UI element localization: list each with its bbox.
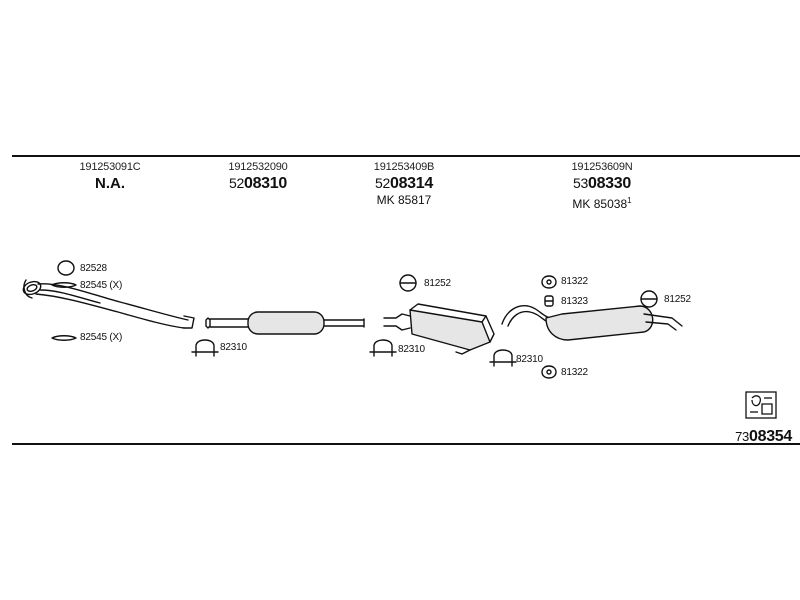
catalog-number: 08354 bbox=[749, 428, 792, 445]
callout-82310-rear: 82310 bbox=[516, 354, 543, 365]
rear-silencer bbox=[501, 305, 683, 341]
callout-82310-middle: 82310 bbox=[220, 342, 247, 353]
rubber-hanger-icon bbox=[541, 275, 557, 289]
bracket-icon bbox=[544, 295, 554, 307]
rubber-hanger-icon bbox=[399, 274, 417, 292]
main-code-prefix: 52 bbox=[375, 175, 390, 191]
main-code: N.A. bbox=[95, 175, 125, 192]
clamp-icon bbox=[51, 282, 77, 288]
column-center-silencer: 191253409B 5208314 MK 85817 bbox=[324, 161, 484, 208]
column-rear-silencer: 191253609N 5308330 MK 850381 bbox=[522, 161, 682, 212]
part-number: 191253091C bbox=[79, 161, 141, 173]
callout-82310-center: 82310 bbox=[398, 344, 425, 355]
main-code: 5208314 bbox=[324, 174, 484, 193]
callout-82545-upper: 82545 (X) bbox=[80, 280, 123, 291]
part-number: 191253409B bbox=[373, 161, 435, 173]
center-silencer bbox=[383, 303, 495, 355]
mk-code: MK 850381 bbox=[522, 193, 682, 212]
catalog-prefix: 73 bbox=[735, 429, 749, 444]
catalog-book-icon bbox=[745, 391, 777, 419]
pipe-ring-icon bbox=[57, 260, 75, 276]
callout-82545-lower: 82545 (X) bbox=[80, 332, 123, 343]
u-clamp-icon bbox=[191, 339, 219, 357]
mk-superscript: 1 bbox=[627, 196, 632, 205]
rubber-hanger-icon bbox=[640, 290, 658, 308]
callout-81252-center: 81252 bbox=[424, 278, 451, 289]
callout-82528: 82528 bbox=[80, 263, 107, 274]
u-clamp-icon bbox=[369, 339, 397, 357]
column-middle-pipe: 1912532090 5208310 bbox=[178, 161, 338, 193]
catalog-code: 7308354 bbox=[735, 428, 792, 446]
part-number: 1912532090 bbox=[228, 161, 288, 173]
bottom-rule bbox=[12, 443, 800, 445]
main-code-prefix: 53 bbox=[573, 175, 588, 191]
main-code-number: 08314 bbox=[389, 175, 433, 192]
top-rule bbox=[12, 155, 800, 157]
mk-code: MK 85817 bbox=[376, 193, 432, 207]
rubber-hanger-icon bbox=[541, 365, 557, 379]
callout-81322-top: 81322 bbox=[561, 276, 588, 287]
main-code: 5308330 bbox=[522, 174, 682, 193]
mk-code-text: MK 85038 bbox=[572, 197, 628, 211]
main-code-number: 08310 bbox=[243, 175, 287, 192]
main-code: 5208310 bbox=[178, 174, 338, 193]
main-code-prefix: 52 bbox=[229, 175, 244, 191]
main-code-number: 08330 bbox=[587, 175, 631, 192]
callout-81322-bottom: 81322 bbox=[561, 367, 588, 378]
u-clamp-icon bbox=[489, 349, 517, 367]
column-front-pipe: 191253091C N.A. bbox=[30, 161, 190, 193]
front-pipe bbox=[22, 279, 195, 329]
callout-81323: 81323 bbox=[561, 296, 588, 307]
callout-81252-rear: 81252 bbox=[664, 294, 691, 305]
clamp-icon bbox=[51, 335, 77, 341]
part-number: 191253609N bbox=[571, 161, 633, 173]
middle-pipe bbox=[205, 311, 365, 335]
